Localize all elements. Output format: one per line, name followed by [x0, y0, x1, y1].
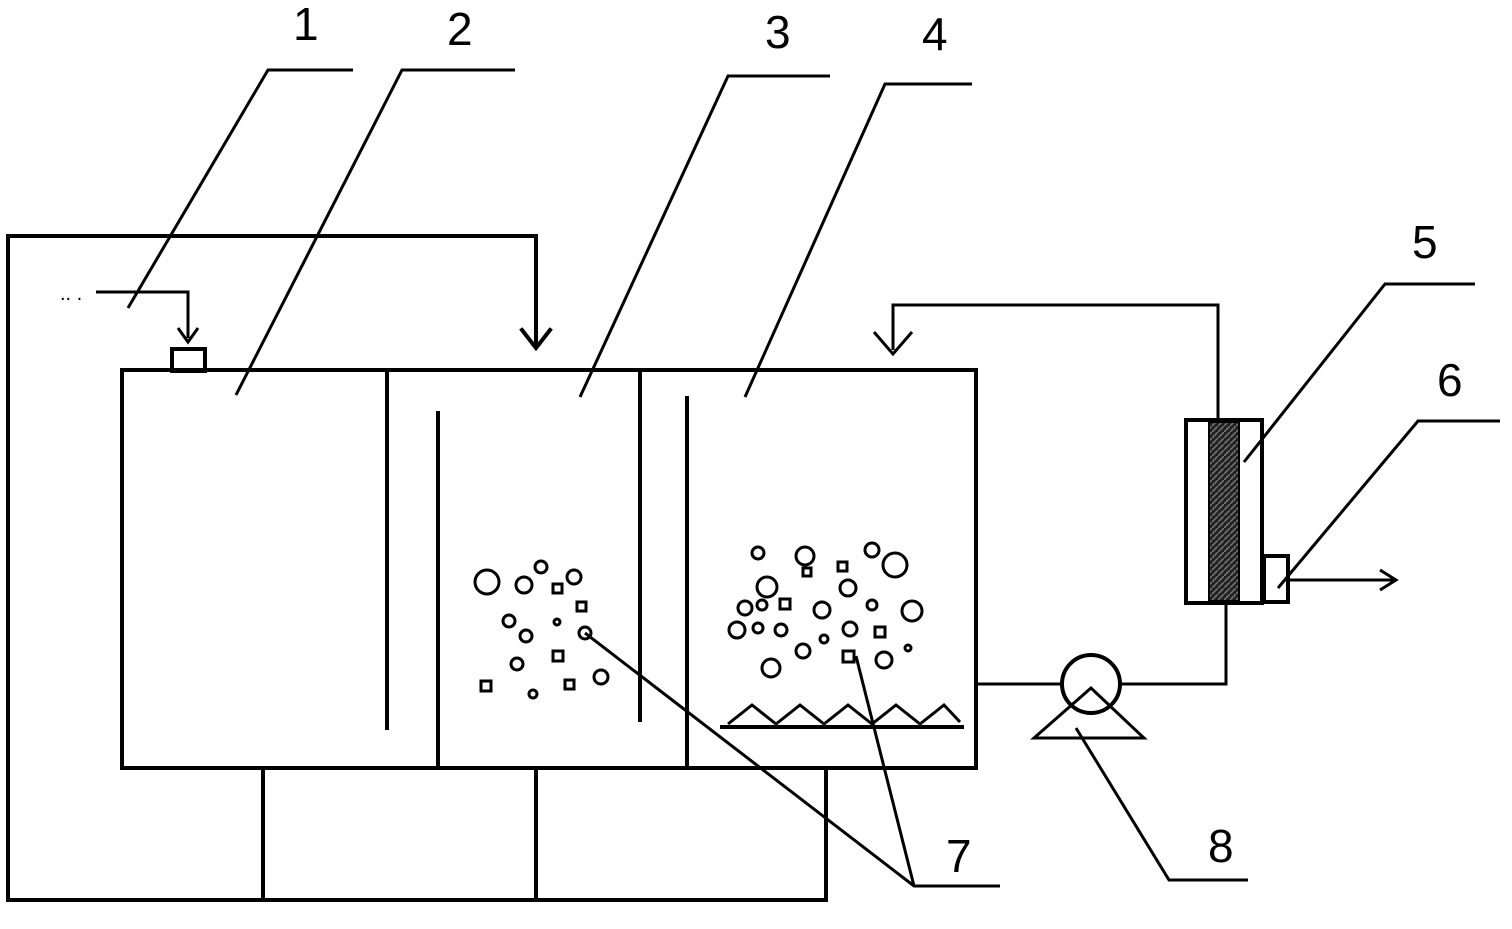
label-4: 4 [922, 8, 948, 60]
recycle-arrow-icon [519, 327, 553, 352]
leader-lines [126, 68, 1500, 888]
inlet-arrow-icon [176, 327, 200, 345]
label-6: 6 [1437, 354, 1463, 406]
label-7: 7 [946, 830, 972, 882]
label-5: 5 [1412, 216, 1438, 268]
carriers-zone-3 [473, 559, 610, 700]
carriers-zone-4 [727, 541, 924, 679]
label-1: 1 [293, 0, 319, 50]
permeate-arrow-icon [1379, 568, 1399, 592]
bottom-piping [6, 234, 828, 902]
pump [976, 603, 1228, 740]
aerator [720, 702, 964, 729]
baffles [385, 370, 689, 770]
return-line [872, 303, 1220, 420]
label-2: 2 [447, 3, 473, 55]
inlet [96, 290, 207, 373]
label-3: 3 [765, 6, 791, 58]
tank [120, 368, 978, 770]
inlet-text: .. . [60, 283, 82, 305]
return-arrow-icon [872, 331, 914, 357]
label-8: 8 [1208, 820, 1234, 872]
membrane-module [1184, 418, 1399, 605]
